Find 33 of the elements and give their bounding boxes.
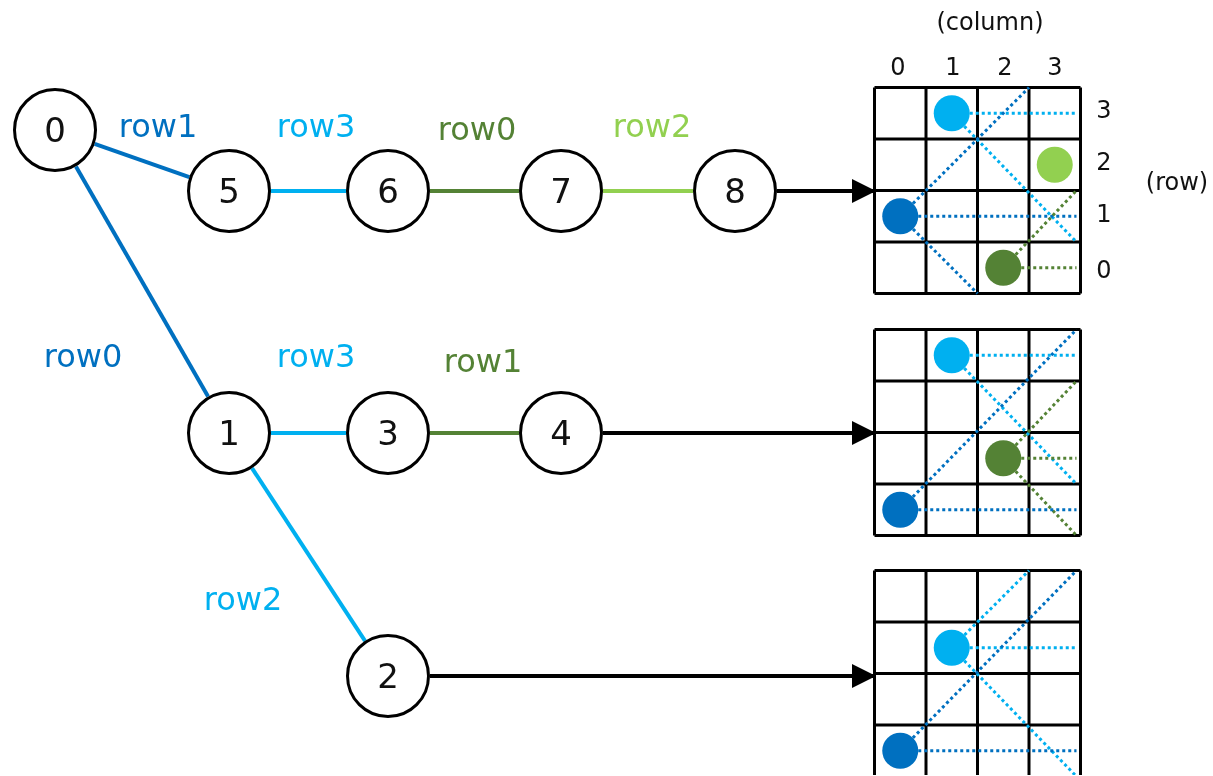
column-number: 3 xyxy=(1047,53,1063,81)
chessboard-drawing xyxy=(872,327,1082,537)
connector-line xyxy=(271,189,346,193)
row-number: 1 xyxy=(1096,200,1112,228)
arrow xyxy=(603,421,876,445)
chessboard-drawing xyxy=(872,568,1082,775)
row-number: 0 xyxy=(1096,256,1112,284)
node-circle: 2 xyxy=(346,634,430,718)
node-circle: 1 xyxy=(187,391,271,475)
connector-line xyxy=(93,142,191,179)
row-number: 3 xyxy=(1096,96,1112,124)
chessboard-drawing xyxy=(872,85,1082,295)
column-number: 0 xyxy=(890,53,906,81)
node-circle: 0 xyxy=(13,88,97,172)
connector-line xyxy=(271,431,346,435)
row-number: 2 xyxy=(1096,148,1112,176)
axis-title: (column) xyxy=(936,8,1044,36)
connector-line xyxy=(74,165,210,398)
arrow xyxy=(430,664,876,688)
axis-title: (row) xyxy=(1145,168,1209,196)
connector-line xyxy=(250,467,367,642)
column-number: 1 xyxy=(945,53,961,81)
node-circle: 6 xyxy=(346,149,430,233)
node-circle: 3 xyxy=(346,391,430,475)
connector-line xyxy=(430,189,519,193)
column-number: 2 xyxy=(997,53,1013,81)
node-circle: 4 xyxy=(519,391,603,475)
node-circle: 7 xyxy=(519,149,603,233)
node-circle: 5 xyxy=(187,149,271,233)
connector-line xyxy=(603,189,693,193)
node-circle: 8 xyxy=(693,149,777,233)
arrow xyxy=(777,179,876,203)
connector-line xyxy=(430,431,519,435)
